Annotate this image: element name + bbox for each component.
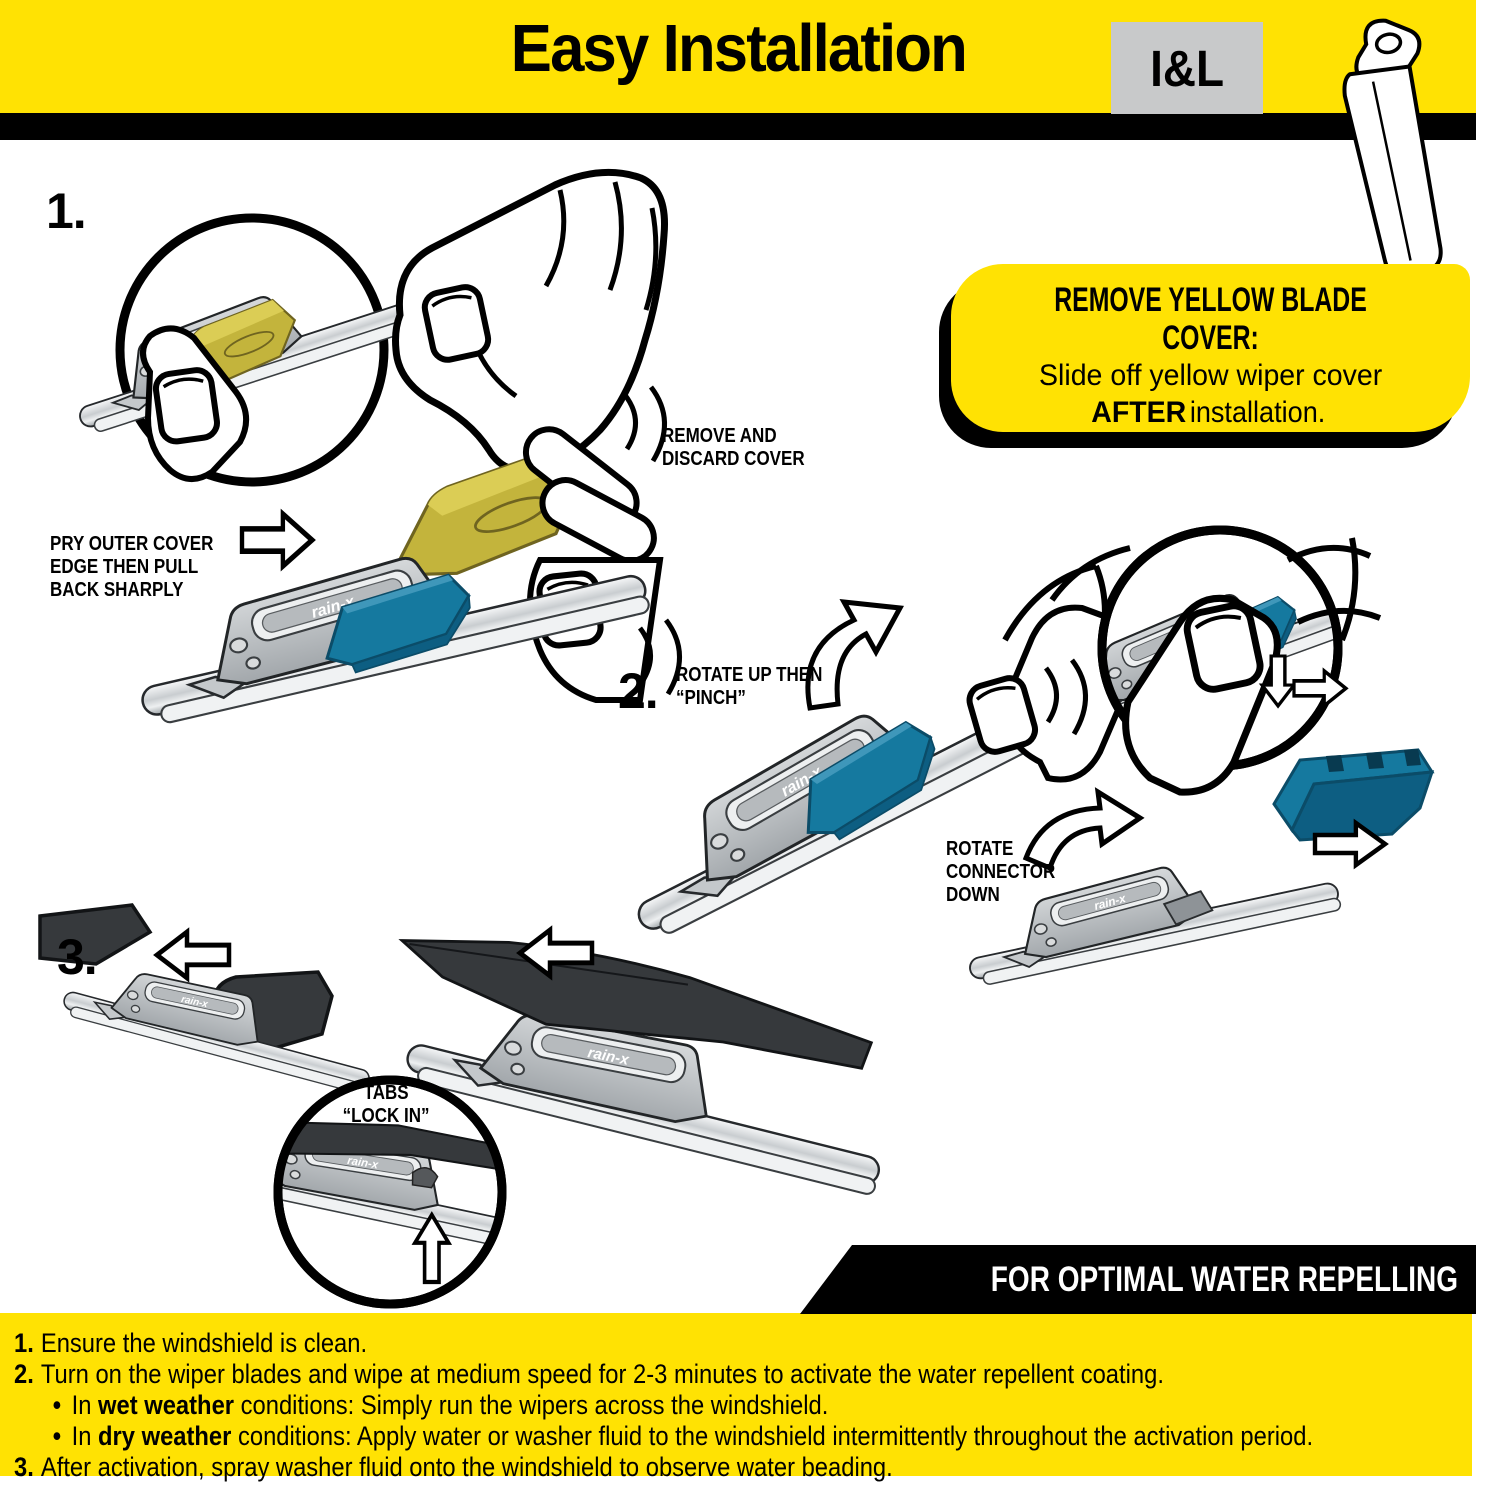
step3-number: 3. <box>57 929 98 985</box>
step2-zoom-circle <box>1097 525 1382 796</box>
blade-size-badge-label: I&L <box>1150 39 1224 97</box>
removed-connector-piece <box>1272 747 1434 842</box>
step2-rotate-up-label: ROTATE UP THEN “PINCH” <box>676 664 823 709</box>
step2-blade-connector-down <box>956 831 1343 989</box>
instruction-item-3: 3.After activation, spray washer fluid o… <box>14 1452 893 1482</box>
results-instructions: 1.Ensure the windshield is clean. 2.Turn… <box>0 1313 1472 1482</box>
prying-thumb <box>140 325 249 482</box>
step3-tabs-label: TABS “LOCK IN” <box>342 1082 430 1127</box>
step2-rotate-down-label: ROTATE CONNECTOR DOWN <box>946 838 1056 906</box>
blade-size-badge: I&L <box>1111 22 1263 114</box>
callout-line1: Slide off yellow wiper cover <box>1038 359 1383 392</box>
results-banner: FOR OPTIMAL WATER REPELLING RESULTS: <box>800 1245 1476 1314</box>
bullet-icon: • <box>52 1421 62 1451</box>
step1-pry-label: PRY OUTER COVER EDGE THEN PULL BACK SHAR… <box>50 533 214 601</box>
wiper-blade-tip-illustration <box>1342 18 1443 306</box>
header-black-stripe <box>0 113 1476 140</box>
step3-left-assembly <box>38 903 383 1097</box>
header: Easy Installation <box>0 10 1476 87</box>
step1-number: 1. <box>46 183 87 239</box>
callout-line2: AFTER installation. <box>1091 396 1326 429</box>
step1-zoom-circle <box>60 213 445 487</box>
step3-zoom-circle <box>273 1075 507 1309</box>
instruction-item-1: 1.Ensure the windshield is clean. <box>14 1328 368 1358</box>
step2-number: 2. <box>618 663 659 719</box>
step1-grip-hand <box>392 168 669 475</box>
instruction-bullet-dry: •In dry weather conditions: Apply water … <box>52 1421 1314 1451</box>
page-title: Easy Installation <box>510 11 967 86</box>
instruction-item-2: 2.Turn on the wiper blades and wipe at m… <box>14 1359 1164 1389</box>
pressing-finger <box>1122 537 1382 796</box>
step3-right-assembly <box>398 907 899 1197</box>
arrow-left-icon <box>157 932 229 978</box>
results-banner-text: FOR OPTIMAL WATER REPELLING RESULTS: <box>990 1260 1458 1299</box>
instruction-bullet-wet: •In wet weather conditions: Simply run t… <box>52 1390 829 1420</box>
step1-discard-label: REMOVE AND DISCARD COVER <box>662 425 805 470</box>
bullet-icon: • <box>52 1390 62 1420</box>
arrow-right-icon <box>242 514 312 566</box>
callout-remove-cover: REMOVE YELLOW BLADE COVER: Slide off yel… <box>951 264 1470 432</box>
callout-title: REMOVE YELLOW BLADE COVER: <box>1054 281 1367 357</box>
